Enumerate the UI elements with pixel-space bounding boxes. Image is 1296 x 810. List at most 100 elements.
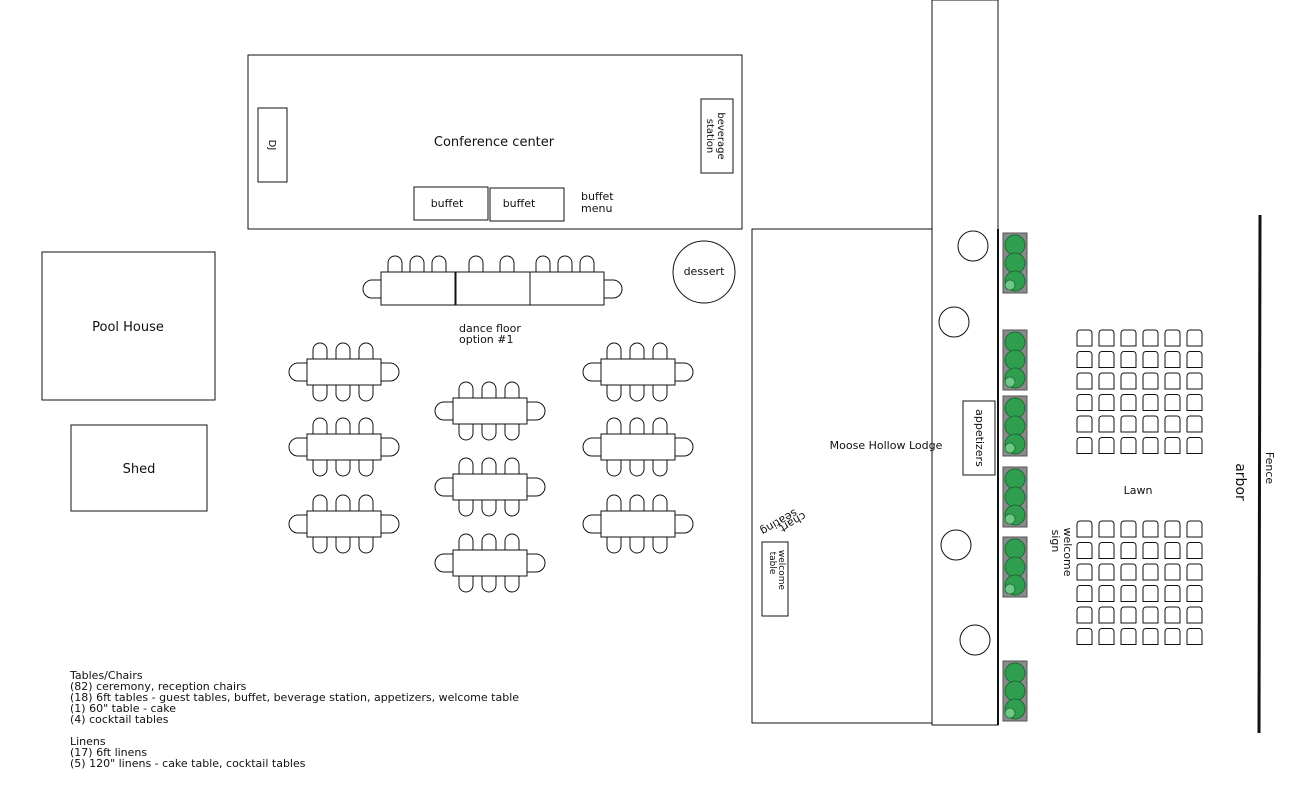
ceremony-chair — [1164, 585, 1181, 602]
ceremony-chair — [1164, 415, 1181, 433]
appetizers-label: appetizers — [973, 409, 986, 467]
guest-table-9 — [582, 494, 694, 554]
welcome-table-label-1: welcome — [776, 550, 786, 591]
ceremony-chair — [1142, 372, 1159, 390]
linens-heading: Linens — [70, 735, 106, 748]
hedge-planter-4 — [1002, 466, 1028, 528]
supply-notes: Tables/Chairs (82) ceremony, reception c… — [70, 670, 519, 769]
ceremony-chair — [1186, 415, 1203, 433]
ceremony-chair — [1142, 415, 1159, 433]
ceremony-chair — [1120, 563, 1137, 581]
ceremony-chair — [1142, 585, 1159, 602]
ceremony-chair — [1186, 606, 1203, 624]
welcome-sign-label-1: welcome — [1061, 527, 1074, 576]
ceremony-chair — [1076, 437, 1093, 454]
linens-item: (17) 6ft linens — [70, 746, 148, 759]
dessert-label: dessert — [684, 265, 726, 278]
ceremony-chair — [1164, 628, 1181, 645]
ceremony-chair — [1098, 606, 1115, 624]
ceremony-chair — [1164, 437, 1181, 454]
buffet-menu-label-1: buffet — [581, 190, 614, 203]
ceremony-chair — [1098, 628, 1115, 645]
welcome-table: welcome table — [761, 541, 789, 617]
lawn-label: Lawn — [1124, 484, 1153, 497]
fence-line — [1257, 214, 1262, 734]
ceremony-chair — [1120, 415, 1137, 433]
ceremony-chair — [1142, 628, 1159, 645]
ceremony-chair — [1098, 351, 1115, 368]
ceremony-chair — [1076, 563, 1093, 581]
ceremony-chair — [1186, 372, 1203, 390]
welcome-table-label-2: table — [767, 552, 777, 575]
ceremony-chair — [1120, 394, 1137, 411]
buffet-label-1: buffet — [431, 197, 464, 210]
ceremony-chair — [1098, 520, 1115, 538]
buffet-menu-label-2: menu — [581, 202, 612, 215]
ceremony-chair — [1120, 542, 1137, 559]
dance-floor-label-1: dance floor — [459, 322, 521, 335]
ceremony-chair — [1142, 542, 1159, 559]
linens-item: (5) 120" linens - cake table, cocktail t… — [70, 757, 306, 770]
cocktail-table-4 — [959, 624, 991, 656]
ceremony-chair — [1186, 394, 1203, 411]
hedge-planter-6 — [1002, 660, 1028, 722]
dessert-table: dessert — [672, 240, 736, 304]
tables-chairs-item: (4) cocktail tables — [70, 713, 169, 726]
fence-label: Fence — [1263, 452, 1276, 485]
lodge-deck — [931, 0, 999, 726]
tables-chairs-item: (82) ceremony, reception chairs — [70, 680, 247, 693]
head-table — [362, 255, 623, 306]
ceremony-chair — [1076, 542, 1093, 559]
ceremony-chair — [1098, 415, 1115, 433]
ceremony-chair — [1164, 329, 1181, 347]
dance-floor-label-2: option #1 — [459, 333, 514, 346]
ceremony-chair — [1076, 628, 1093, 645]
cocktail-table-1 — [957, 230, 989, 262]
ceremony-chair — [1076, 585, 1093, 602]
conference-center: Conference center — [247, 54, 743, 230]
ceremony-chair — [1120, 372, 1137, 390]
lodge-label: Moose Hollow Lodge — [830, 439, 943, 452]
ceremony-chair — [1164, 606, 1181, 624]
ceremony-chair — [1164, 563, 1181, 581]
ceremony-chair — [1186, 585, 1203, 602]
ceremony-chair — [1142, 563, 1159, 581]
arbor-label: arbor — [1232, 463, 1248, 501]
ceremony-chair — [1098, 394, 1115, 411]
ceremony-chair — [1142, 520, 1159, 538]
ceremony-chair — [1164, 351, 1181, 368]
pool-house: Pool House — [41, 251, 216, 401]
guest-table-6 — [434, 533, 546, 593]
guest-table-3 — [288, 494, 400, 554]
ceremony-chair — [1120, 606, 1137, 624]
buffet-table-2: buffet — [489, 187, 565, 222]
ceremony-chair — [1186, 351, 1203, 368]
ceremony-chair — [1098, 372, 1115, 390]
ceremony-chair — [1164, 520, 1181, 538]
guest-table-2 — [288, 417, 400, 477]
ceremony-chair — [1142, 351, 1159, 368]
ceremony-chair — [1186, 437, 1203, 454]
tables-chairs-heading: Tables/Chairs — [70, 669, 143, 682]
ceremony-chair — [1142, 437, 1159, 454]
ceremony-chair — [1076, 606, 1093, 624]
ceremony-chair — [1098, 585, 1115, 602]
guest-table-4 — [434, 381, 546, 441]
ceremony-chair — [1076, 520, 1093, 538]
ceremony-chair — [1098, 329, 1115, 347]
buffet-label-2: buffet — [503, 197, 536, 210]
moose-hollow-lodge: Moose Hollow Lodge — [751, 228, 943, 724]
ceremony-chair — [1120, 351, 1137, 368]
beverage-station-label-2: station — [704, 119, 715, 153]
ceremony-chair — [1186, 628, 1203, 645]
beverage-station-label-1: beverage — [715, 112, 726, 159]
tables-chairs-item: (18) 6ft tables - guest tables, buffet, … — [70, 691, 520, 704]
hedge-planter-3 — [1002, 395, 1028, 457]
ceremony-chair — [1186, 520, 1203, 538]
ceremony-chair — [1098, 437, 1115, 454]
tables-chairs-item: (1) 60" table - cake — [70, 702, 176, 715]
ceremony-chair — [1076, 329, 1093, 347]
guest-table-1 — [288, 342, 400, 402]
pool-house-label: Pool House — [92, 320, 164, 335]
dj-label: DJ — [266, 140, 277, 151]
